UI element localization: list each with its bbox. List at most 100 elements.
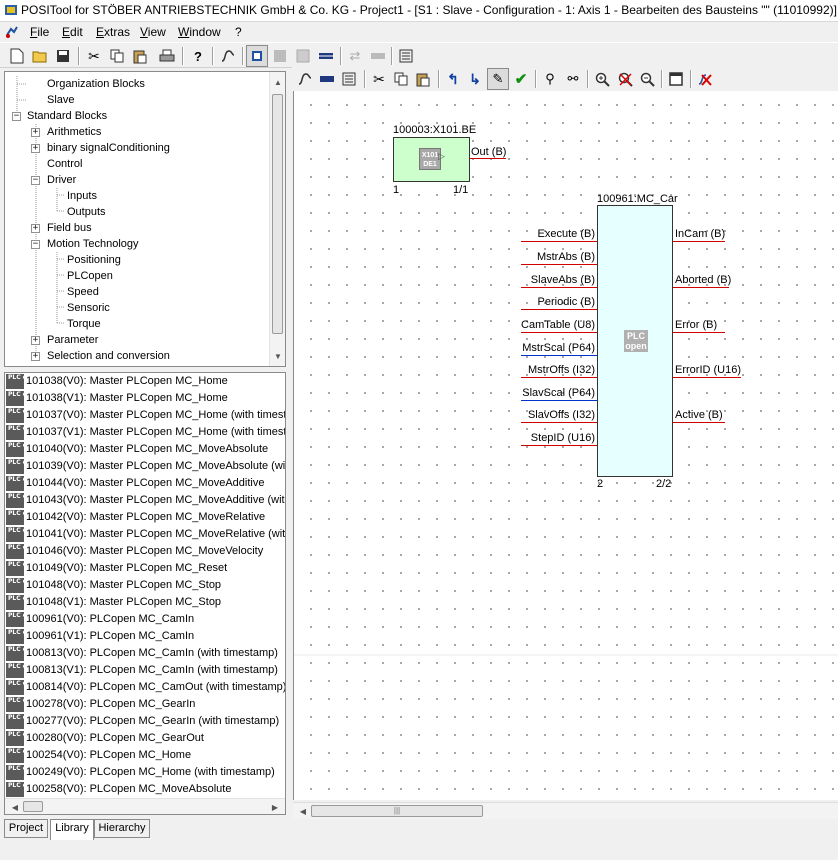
tree-item[interactable]: binary signalConditioning [47,142,170,154]
transfer-button[interactable]: ⇄ [344,45,366,67]
edit-pen-button[interactable]: ✎ [487,68,509,90]
editor-paste-button[interactable] [412,68,434,90]
menu-view[interactable]: View [140,25,166,39]
input-block[interactable]: X101 DE1 ▷ [393,137,470,182]
tree-item[interactable]: Control [47,158,83,170]
find-button[interactable]: ⚲ [539,68,561,90]
tree-item[interactable]: Motion Technology [47,238,139,250]
scroll-left-icon[interactable]: ◀ [11,802,19,812]
menu-edit[interactable]: Edit [62,25,83,39]
input-pin[interactable] [521,332,597,333]
tree-item[interactable]: Standard Blocks [27,110,108,122]
disabled-network-button[interactable] [367,45,389,67]
network-tool-button[interactable] [316,68,338,90]
collapse-minus-icon[interactable]: − [31,175,40,185]
expand-plus-icon[interactable]: + [31,351,40,361]
mc-camin-block[interactable]: PLC open [597,205,673,477]
block1-output-pin[interactable] [470,158,506,159]
tree-item[interactable]: Inputs [67,190,97,202]
output-pin[interactable] [673,332,725,333]
canvas-horizontal-scrollbar[interactable]: ◀ ||| [293,802,838,819]
disabled-tool-button[interactable] [292,45,314,67]
paste-button[interactable] [129,45,151,67]
scroll-up-icon[interactable]: ▲ [274,77,282,87]
tree-item[interactable]: Driver [47,174,77,186]
zoom-in-button[interactable] [591,68,613,90]
menu-help[interactable]: ? [235,25,242,39]
cut-button[interactable]: ✂ [83,45,105,67]
input-pin[interactable] [521,264,597,265]
tree-scroll-thumb[interactable] [272,94,283,334]
input-pin[interactable] [521,309,597,310]
tab-project[interactable]: Project [4,819,48,838]
zoom-fit-button[interactable] [614,68,636,90]
tree-item[interactable]: Field bus [47,222,92,234]
new-file-button[interactable] [6,45,28,67]
tree-item[interactable]: Torque [67,318,101,330]
expand-plus-icon[interactable]: + [31,127,40,137]
wire-tool-button[interactable] [294,68,316,90]
diagram-canvas[interactable]: 100003:X101.BE X101 DE1 ▷ Out (B) 1 1/1 … [293,91,838,800]
input-pin[interactable] [521,400,597,401]
input-pin[interactable] [521,355,597,356]
output-pin[interactable] [673,377,741,378]
tree-item[interactable]: Sensoric [67,302,110,314]
canvas-scroll-thumb[interactable]: ||| [311,805,483,817]
tree-item[interactable]: Speed [67,286,99,298]
tree-item[interactable]: Outputs [67,206,106,218]
expand-plus-icon[interactable]: + [31,143,40,153]
tree-item[interactable]: PLCopen [67,270,113,282]
output-pin[interactable] [673,241,725,242]
tree-item[interactable]: Positioning [67,254,121,266]
connect-button[interactable] [217,45,239,67]
input-pin[interactable] [521,422,597,423]
calculator-tool-button[interactable] [338,68,360,90]
calculator-button[interactable] [395,45,417,67]
library-horizontal-scrollbar[interactable]: ◀ ▶ [5,798,285,814]
input-pin[interactable] [521,287,597,288]
help-button[interactable]: ? [187,45,209,67]
scroll-down-icon[interactable]: ▼ [274,351,282,361]
scroll-left-icon[interactable]: ◀ [299,806,307,816]
input-pin[interactable] [521,377,597,378]
editor-copy-button[interactable] [390,68,412,90]
editor-cut-button[interactable]: ✂ [368,68,390,90]
copy-button[interactable] [106,45,128,67]
tree-item[interactable]: Organization Blocks [47,78,145,90]
find-replace-button[interactable]: ⚯ [562,68,584,90]
library-scroll-thumb[interactable] [23,801,43,812]
menu-file[interactable]: File [30,25,50,39]
document-menu-icon[interactable] [5,25,19,39]
tree-item[interactable]: Arithmetics [47,126,102,138]
disabled-tool-button[interactable] [269,45,291,67]
input-pin[interactable] [521,241,597,242]
move-up-button[interactable]: ↰ [442,68,464,90]
tree-item[interactable]: Parameter [47,334,99,346]
zoom-out-button[interactable] [636,68,658,90]
collapse-minus-icon[interactable]: − [12,111,21,121]
open-button[interactable] [29,45,51,67]
collapse-minus-icon[interactable]: − [31,239,40,249]
output-pin[interactable] [673,422,725,423]
tab-library[interactable]: Library [50,819,94,840]
